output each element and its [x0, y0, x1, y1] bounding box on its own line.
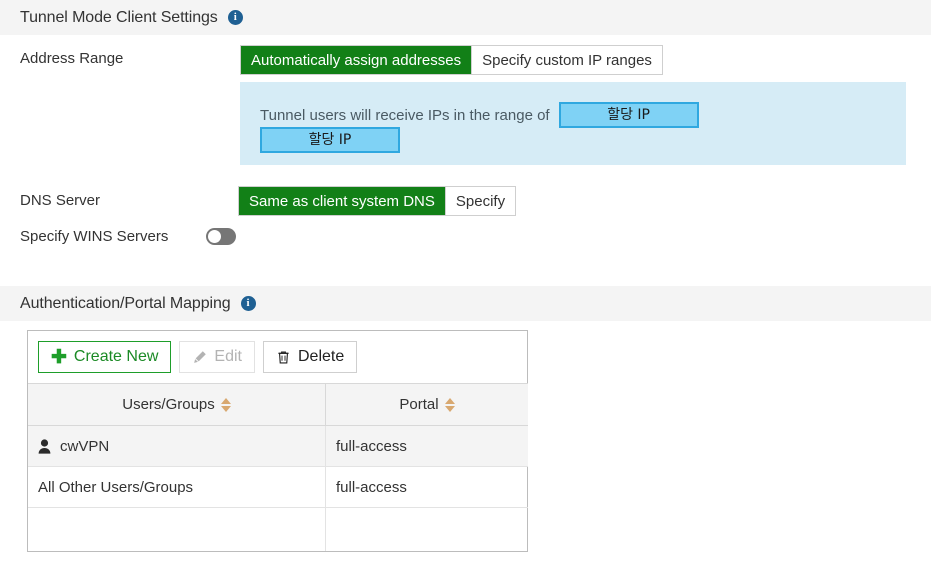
specify-wins-servers-toggle[interactable] [206, 228, 236, 245]
note-line-primary: Tunnel users will receive IPs in the ran… [260, 102, 699, 128]
address-range-label: Address Range [20, 50, 124, 67]
create-new-button[interactable]: ✚ Create New [38, 341, 172, 373]
info-icon[interactable] [240, 296, 256, 311]
cell-users-groups: All Other Users/Groups [28, 466, 326, 508]
address-range-option-custom[interactable]: Specify custom IP ranges [471, 46, 662, 74]
cell-empty [325, 507, 528, 551]
mapping-table: Users/Groups Portal [28, 383, 528, 551]
page-title: Tunnel Mode Client Settings [20, 8, 218, 26]
user-name: cwVPN [60, 437, 110, 455]
dns-server-toggle[interactable]: Same as client system DNS Specify [238, 186, 517, 216]
assigned-ip-highlight-2: 할당 IP [260, 127, 400, 153]
pencil-icon [192, 350, 207, 365]
address-range-note: Tunnel users will receive IPs in the ran… [240, 82, 906, 165]
auth-portal-mapping-section-header: Authentication/Portal Mapping [0, 286, 931, 321]
dns-server-option-specify[interactable]: Specify [444, 187, 516, 215]
edit-button[interactable]: Edit [179, 341, 255, 373]
cell-empty [28, 508, 326, 552]
tunnel-mode-section-header: Tunnel Mode Client Settings [0, 0, 931, 35]
cell-users-groups: cwVPN [28, 425, 326, 467]
auth-portal-mapping-panel: ✚ Create New Edit Delete [27, 330, 528, 552]
section-title: Authentication/Portal Mapping [20, 294, 231, 312]
delete-button[interactable]: Delete [262, 341, 358, 373]
assigned-ip-highlight-1: 할당 IP [558, 102, 699, 128]
cell-portal: full-access [325, 466, 528, 508]
address-range-option-auto[interactable]: Automatically assign addresses [241, 46, 472, 74]
table-row-empty [28, 507, 528, 552]
column-label: Portal [399, 396, 439, 413]
table-row[interactable]: cwVPN full-access [28, 425, 528, 467]
create-new-label: Create New [73, 348, 159, 365]
trash-icon [276, 350, 291, 365]
sort-arrows-icon[interactable] [220, 397, 231, 412]
column-label: Users/Groups [122, 396, 215, 413]
table-toolbar: ✚ Create New Edit Delete [28, 331, 527, 383]
edit-label: Edit [214, 348, 242, 365]
table-header-row: Users/Groups Portal [28, 383, 528, 426]
note-text: Tunnel users will receive IPs in the ran… [260, 106, 550, 124]
address-range-toggle[interactable]: Automatically assign addresses Specify c… [240, 45, 663, 75]
person-icon [38, 438, 51, 454]
table-row[interactable]: All Other Users/Groups full-access [28, 466, 528, 508]
dns-server-label: DNS Server [20, 192, 101, 209]
cell-portal: full-access [325, 425, 528, 467]
column-header-portal[interactable]: Portal [325, 383, 528, 426]
specify-wins-servers-label: Specify WINS Servers [20, 228, 169, 245]
delete-label: Delete [297, 348, 345, 365]
dns-server-option-same[interactable]: Same as client system DNS [239, 187, 445, 215]
column-header-users-groups[interactable]: Users/Groups [28, 383, 326, 426]
note-line-secondary: 할당 IP [260, 127, 400, 153]
toggle-knob [208, 230, 221, 243]
sort-arrows-icon[interactable] [444, 397, 455, 412]
info-icon[interactable] [227, 10, 243, 25]
plus-icon: ✚ [51, 346, 67, 368]
